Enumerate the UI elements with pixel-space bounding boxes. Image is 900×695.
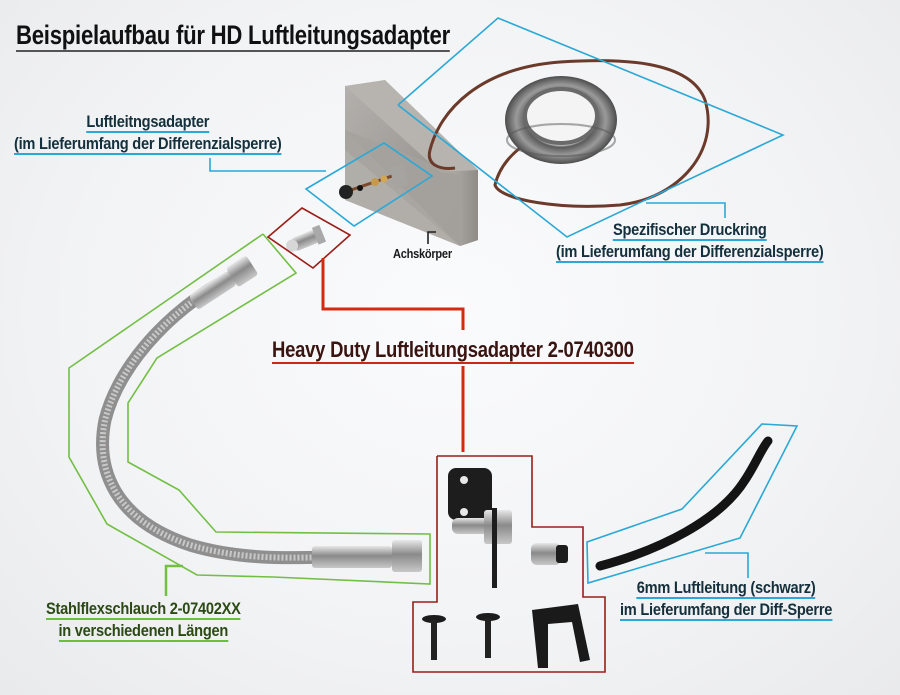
page-title: Beispielaufbau für HD Luftleitungsadapte… — [16, 20, 450, 52]
hd-leader-upper — [321, 258, 465, 330]
luftleitung-label-line1: 6mm Luftleitung (schwarz) — [636, 578, 816, 599]
achskoerper-leader — [427, 231, 436, 244]
adapter-label-line1: Luftleitngsadapter — [86, 112, 210, 133]
hd-adapter-label: Heavy Duty Luftleitungsadapter 2-0740300 — [272, 337, 634, 364]
axle-housing-block — [345, 80, 478, 246]
screw-1 — [422, 615, 446, 660]
adapter-callout-outline — [304, 142, 434, 227]
mounting-bracket-with-fitting — [448, 468, 512, 588]
hd-adapter-nipple — [286, 224, 327, 252]
brown-air-line — [427, 59, 710, 208]
braided-steel-hose — [96, 256, 422, 572]
bulkhead-air-fitting — [339, 163, 409, 199]
luftleitung-label: 6mm Luftleitung (schwarz) im Lieferumfan… — [620, 577, 832, 621]
luftleitung-callout-leader — [705, 552, 749, 578]
adapter-label: Luftleitngsadapter (im Lieferumfang der … — [14, 111, 282, 155]
screw-2 — [476, 613, 500, 658]
retaining-clip — [532, 604, 590, 668]
pressure-ring — [505, 76, 617, 164]
stahlflex-label-line1: Stahlflexschlauch 2-07402XX — [46, 599, 241, 620]
druckring-label-line1: Spezifischer Druckring — [612, 220, 767, 241]
stahlflex-label: Stahlflexschlauch 2-07402XX in verschied… — [46, 598, 241, 642]
hd-nipple-callout-outline — [266, 207, 352, 270]
adapter-label-line2: (im Lieferumfang der Differenzialsperre) — [14, 134, 282, 155]
stahlflex-callout-leader — [164, 564, 183, 596]
druckring-callout-leader — [646, 202, 726, 218]
druckring-label: Spezifischer Druckring (im Lieferumfang … — [556, 219, 824, 263]
druckring-label-line2: (im Lieferumfang der Differenzialsperre) — [556, 242, 824, 263]
druckring-callout-outline — [397, 17, 785, 238]
stahlflex-callout-outline — [68, 233, 431, 585]
luftleitung-callout-outline — [586, 423, 799, 585]
push-in-connector — [531, 543, 568, 565]
achskoerper-label: Achskörper — [393, 246, 452, 261]
adapter-callout-leader — [209, 158, 326, 172]
hd-kit-callout-outline — [412, 455, 606, 673]
luftleitung-label-line2: im Lieferumfang der Diff-Sperre — [620, 600, 833, 621]
black-6mm-tube — [595, 436, 773, 571]
stahlflex-label-line2: in verschiedenen Längen — [58, 621, 229, 642]
